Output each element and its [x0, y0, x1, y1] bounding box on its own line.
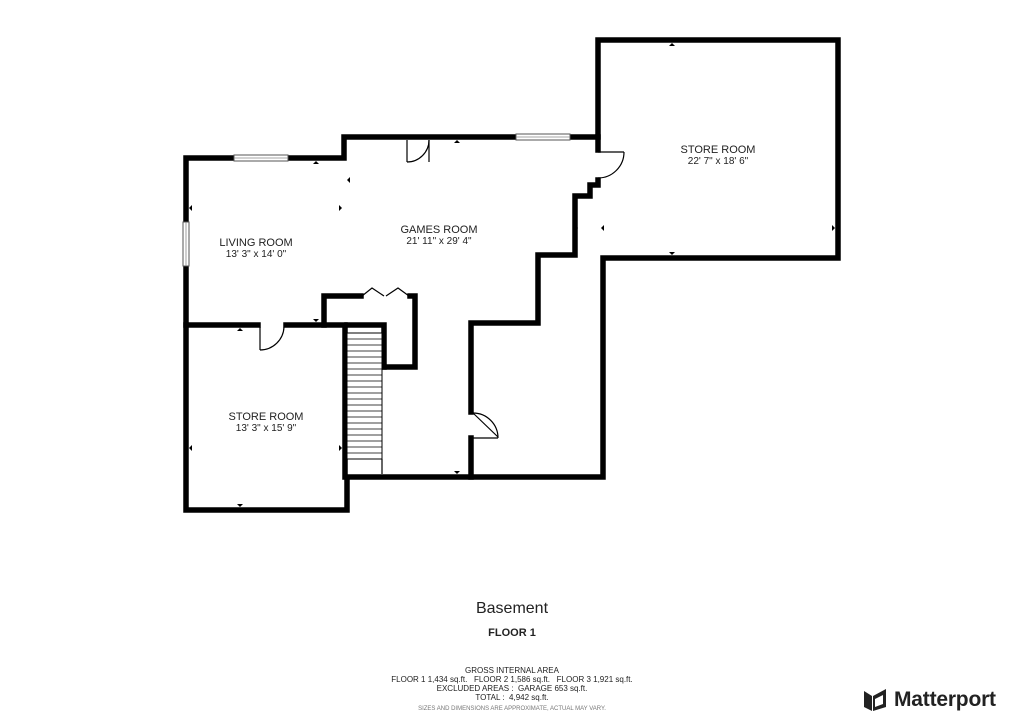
store-room-left-dims: 13' 3" x 15' 9": [236, 423, 297, 434]
games-room-name: GAMES ROOM: [400, 224, 477, 236]
store-room-right-name: STORE ROOM: [681, 144, 756, 156]
floor-plan: STORE ROOM 22' 7" x 18' 6" GAMES ROOM 21…: [182, 37, 841, 513]
area-total: TOTAL : 4,942 sq.ft.: [475, 693, 549, 702]
brand-name: Matterport: [894, 688, 996, 711]
matterport-brand: Matterport: [862, 686, 996, 714]
exterior-walls: [183, 37, 841, 513]
windows: [182, 133, 571, 267]
store-room-left-name: STORE ROOM: [229, 411, 304, 423]
measurement-ticks: [189, 43, 835, 507]
store-room-right-dims: 22' 7" x 18' 6": [688, 156, 749, 167]
floor-title: Basement: [475, 600, 549, 617]
staircase: [346, 332, 383, 474]
matterport-logo-icon: [864, 689, 886, 711]
area-summary: GROSS INTERNAL AREA FLOOR 1 1,434 sq.ft.…: [0, 666, 1024, 702]
living-room-name: LIVING ROOM: [219, 237, 292, 249]
living-room-dims: 13' 3" x 14' 0": [226, 249, 287, 260]
games-room-dims: 21' 11" x 29' 4": [406, 236, 472, 247]
area-heading: GROSS INTERNAL AREA: [465, 666, 559, 675]
interior-walls: [183, 134, 601, 480]
doors: [259, 139, 625, 439]
disclaimer: SIZES AND DIMENSIONS ARE APPROXIMATE, AC…: [418, 706, 606, 712]
area-floors: FLOOR 1 1,434 sq.ft. FLOOR 2 1,586 sq.ft…: [391, 675, 633, 684]
area-excluded: EXCLUDED AREAS : GARAGE 653 sq.ft.: [436, 684, 588, 693]
floor-subtitle: FLOOR 1: [488, 627, 536, 639]
